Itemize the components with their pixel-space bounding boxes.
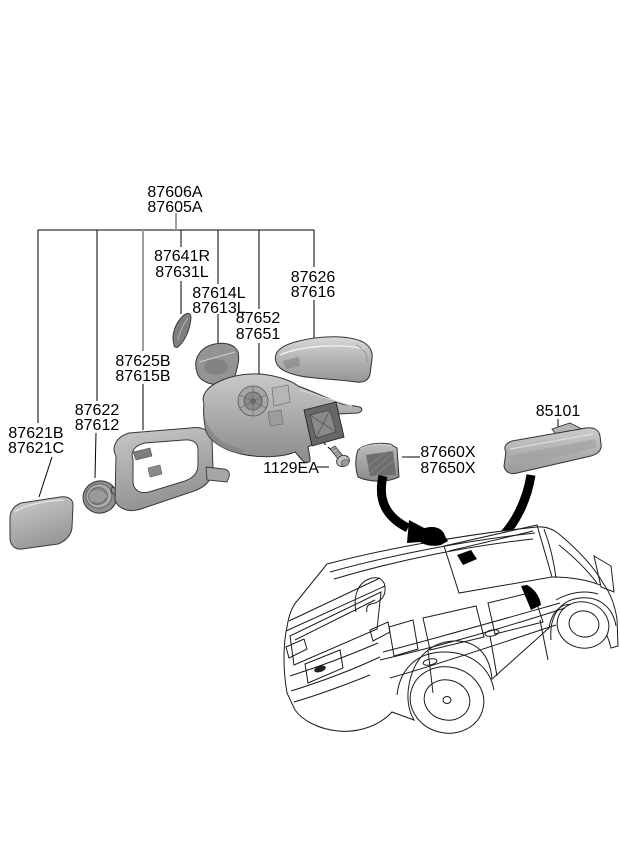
car-front-arch (550, 597, 617, 641)
label-cover-cap-1: 87626 (291, 269, 336, 286)
label-motor-1: 87622 (75, 402, 120, 419)
label-delta-cover-2: 87650X (420, 460, 475, 477)
label-delta-cover-1: 87660X (420, 444, 475, 461)
part-bolt (329, 445, 350, 468)
leader-glass-tail (38, 456, 53, 498)
label-cover-cap-2: 87616 (291, 284, 336, 301)
leader-motor-drop (94, 230, 98, 479)
car-front-wheel (556, 601, 610, 649)
car-door-cuts (427, 619, 549, 694)
car-headlight (593, 554, 615, 593)
leader-lines-gray (142, 213, 177, 351)
car-apillar (543, 528, 557, 579)
part-cover-cap (274, 336, 373, 383)
label-mirror-assembly-1: 87606A (147, 184, 202, 201)
car-beltline (379, 602, 566, 661)
label-fold-actuator-1: 87614L (192, 285, 245, 302)
label-motor-2: 87612 (75, 417, 120, 434)
label-fold-actuator-2: 87613L (192, 300, 245, 317)
car-hood-lines (551, 544, 601, 586)
mark-windshield-mount (457, 550, 477, 565)
part-delta-cover (355, 442, 400, 482)
label-housing-2: 87651 (236, 326, 281, 343)
label-bracket-2: 87631L (155, 264, 208, 281)
label-inside-mirror: 85101 (536, 403, 581, 420)
part-mirror-glass (9, 496, 74, 550)
car-side-crease (389, 624, 557, 679)
part-inside-mirror (503, 422, 602, 475)
leader-lines (37, 229, 559, 498)
label-bolt: 1129EA (263, 460, 319, 477)
label-frame-garnish-1: 87625B (115, 353, 170, 370)
label-glass-1: 87621B (8, 425, 63, 442)
car-tailgate-garnish (304, 649, 344, 684)
mark-near-door-mirror (521, 585, 541, 610)
part-bracket (172, 312, 192, 348)
car-spoiler-edges (285, 577, 386, 632)
label-mirror-assembly-2: 87605A (147, 199, 202, 216)
car-rear-window (289, 591, 382, 666)
car-front-door-handle (484, 629, 500, 637)
vehicle-illustration (283, 524, 619, 734)
car-rear-door-handle (422, 658, 438, 666)
mark-far-door-mirror (417, 527, 448, 546)
part-labels: 87606A 87605A 87641R 87631L 87614L 87613… (8, 184, 580, 477)
part-housing-assembly (202, 373, 363, 463)
vehicle-location-marks (417, 527, 541, 610)
car-quarter-window (388, 619, 419, 657)
part-fold-actuator (195, 342, 240, 385)
car-bumper-lines (289, 642, 381, 703)
car-rear-door-window (422, 605, 485, 651)
label-housing-1: 87652 (236, 310, 281, 327)
car-taillight-left (285, 638, 308, 659)
part-frame-garnish (113, 427, 230, 512)
car-fender-line (555, 591, 599, 601)
part-mirror-motor (82, 480, 120, 514)
car-rear-wheel (409, 666, 485, 734)
label-frame-garnish-2: 87615B (115, 368, 170, 385)
label-glass-2: 87621C (8, 440, 64, 457)
car-body-outline (283, 526, 619, 732)
arrow-delta-to-door (376, 475, 411, 533)
label-bracket-1: 87641R (154, 248, 210, 265)
car-roof-feature (354, 577, 386, 613)
car-front-door-window (487, 591, 544, 635)
